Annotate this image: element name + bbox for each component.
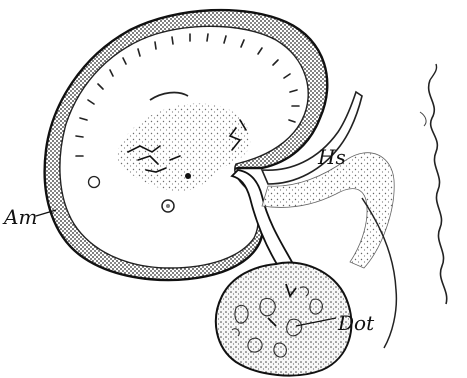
- yolk-spot: [185, 173, 191, 179]
- label-hs: Hs: [317, 145, 346, 169]
- label-dot: Dot: [337, 311, 375, 335]
- label-am: Am: [2, 205, 37, 229]
- vesicle-left: [89, 177, 100, 188]
- uterine-wall: [429, 80, 447, 304]
